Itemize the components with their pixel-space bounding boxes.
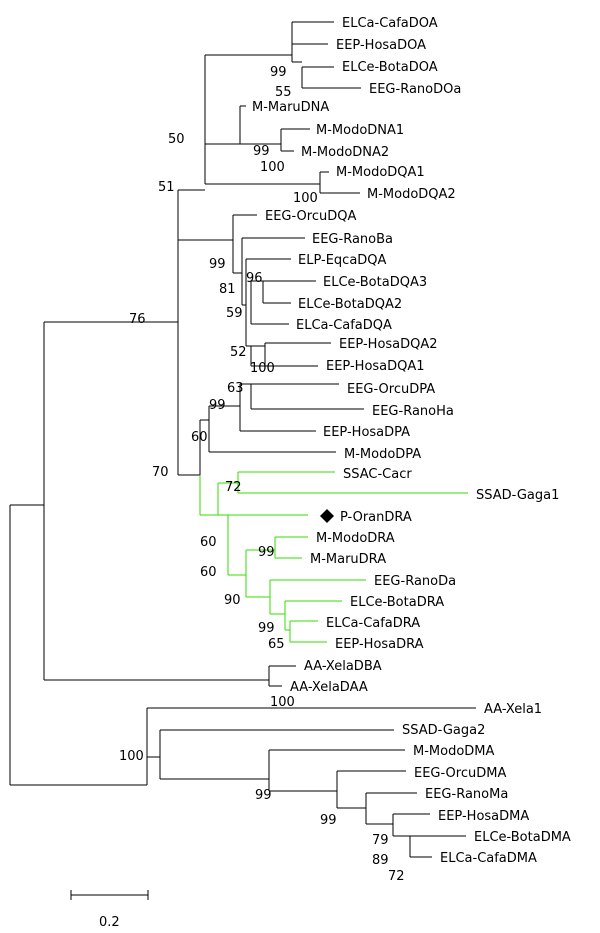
bootstrap-value: 50 — [168, 132, 185, 147]
leaf-label: AA-Xela1 — [484, 702, 542, 717]
bootstrap-value: 100 — [250, 361, 275, 376]
bootstrap-value: 60 — [200, 565, 217, 580]
leaf-label: ELCa-CafaDQA — [296, 318, 392, 333]
leaf-label: ELCa-CafaDRA — [326, 616, 420, 631]
leaf-label: EEG-RanoHa — [372, 404, 454, 419]
bootstrap-values: 99 55 50 99 100 100 51 99 96 81 59 52 10… — [119, 65, 405, 884]
bootstrap-value: 96 — [246, 271, 263, 286]
diamond-marker-icon — [320, 509, 334, 523]
bootstrap-value: 52 — [230, 345, 247, 360]
leaf-label: EEG-OrcuDPA — [347, 382, 435, 397]
leaf-label: ELCa-CafaDOA — [342, 16, 438, 31]
bootstrap-value: 60 — [200, 535, 217, 550]
leaf-label: M-ModoDPA — [344, 447, 421, 462]
leaf-label: EEG-RanoBa — [312, 232, 393, 247]
leaf-label: EEG-OrcuDQA — [265, 209, 356, 224]
bootstrap-value: 59 — [226, 306, 243, 321]
bootstrap-value: 72 — [225, 480, 242, 495]
bootstrap-value: 72 — [388, 869, 405, 884]
bootstrap-value: 89 — [372, 853, 389, 868]
leaf-label: M-ModoDQA2 — [367, 187, 456, 202]
leaf-label: EEG-RanoDa — [374, 574, 456, 589]
bootstrap-value: 81 — [219, 282, 236, 297]
leaf-label: SSAD-Gaga2 — [402, 723, 485, 738]
bootstrap-value: 55 — [275, 85, 292, 100]
bootstrap-value: 60 — [191, 430, 208, 445]
bootstrap-value: 99 — [258, 621, 275, 636]
leaf-label: AA-XelaDAA — [290, 680, 368, 695]
leaf-label: ELCe-BotaDOA — [342, 60, 438, 75]
bootstrap-value: 99 — [270, 65, 287, 80]
bootstrap-value: 99 — [258, 545, 275, 560]
bootstrap-value: 63 — [227, 381, 244, 396]
leaf-label: EEP-HosaDOA — [336, 38, 426, 53]
bootstrap-value: 90 — [224, 593, 241, 608]
bootstrap-value: 100 — [293, 191, 318, 206]
bootstrap-value: 76 — [129, 312, 146, 327]
leaf-label: EEP-HosaDQA2 — [339, 337, 438, 352]
leaf-label: EEG-RanoDOa — [369, 82, 461, 97]
leaf-label: ELP-EqcaDQA — [298, 253, 387, 268]
bootstrap-value: 100 — [270, 695, 295, 710]
leaf-label: EEP-HosaDMA — [438, 809, 529, 824]
scale-bar: 0.2 — [70, 890, 149, 930]
leaf-label: M-ModoDNA2 — [301, 145, 389, 160]
leaf-label: M-MaruDRA — [310, 552, 386, 567]
leaf-label: M-ModoDMA — [413, 744, 495, 759]
leaf-label: EEG-RanoMa — [425, 787, 508, 802]
leaf-label: M-MaruDNA — [252, 100, 329, 115]
leaf-label: SSAD-Gaga1 — [476, 488, 559, 503]
bootstrap-value: 79 — [372, 833, 389, 848]
bootstrap-value: 99 — [320, 813, 337, 828]
leaf-label: ELCe-BotaDMA — [474, 830, 571, 845]
leaf-label: EEG-OrcuDMA — [414, 766, 506, 781]
bootstrap-value: 99 — [209, 398, 226, 413]
leaf-label: P-OranDRA — [340, 510, 412, 525]
bootstrap-value: 100 — [119, 749, 144, 764]
bootstrap-value: 51 — [158, 180, 175, 195]
leaf-label: M-ModoDQA1 — [336, 165, 425, 180]
leaf-label: EEP-HosaDRA — [335, 637, 424, 652]
bootstrap-value: 99 — [255, 788, 272, 803]
bootstrap-value: 99 — [209, 257, 226, 272]
leaf-label: ELCe-BotaDQA2 — [298, 297, 402, 312]
leaf-label: ELCe-BotaDRA — [350, 595, 444, 610]
leaf-label: ELCa-CafaDMA — [440, 851, 537, 866]
bootstrap-value: 99 — [253, 144, 270, 159]
bootstrap-value: 70 — [152, 465, 169, 480]
leaf-label: EEP-HosaDQA1 — [326, 359, 425, 374]
leaf-labels: ELCa-CafaDOA EEP-HosaDOA ELCe-BotaDOA EE… — [252, 16, 571, 866]
scale-bar-label: 0.2 — [99, 915, 120, 930]
leaf-label: M-ModoDRA — [316, 531, 395, 546]
bootstrap-value: 65 — [268, 637, 285, 652]
leaf-label: AA-XelaDBA — [304, 659, 382, 674]
leaf-label: M-ModoDNA1 — [316, 123, 404, 138]
tree-branches — [9, 21, 476, 858]
leaf-label: EEP-HosaDPA — [323, 425, 410, 440]
leaf-label: ELCe-BotaDQA3 — [323, 275, 427, 290]
bootstrap-value: 100 — [260, 160, 285, 175]
leaf-label: SSAC-Cacr — [343, 467, 412, 482]
